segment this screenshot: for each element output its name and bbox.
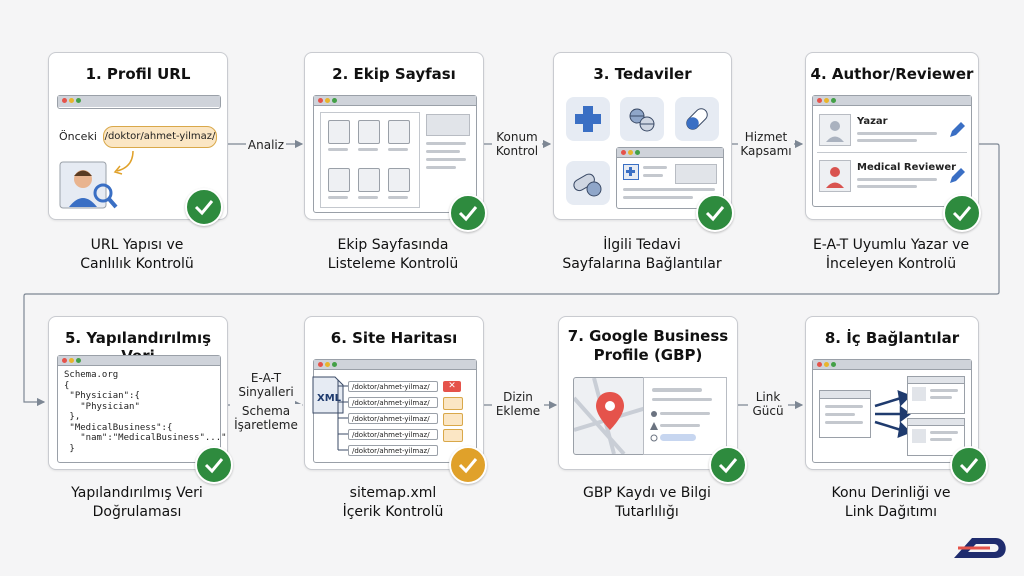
step-title: 7. Google Business Profile (GBP) <box>567 327 729 364</box>
step-card-google-business-profile: 7. Google Business Profile (GBP) <box>558 316 738 470</box>
team-member-avatar <box>328 168 350 192</box>
team-member-avatar <box>328 120 350 144</box>
sitemap-url-row: /doktor/ahmet-yilmaz/ <box>348 429 438 440</box>
reviewer-label: Medical Reviewer <box>857 162 957 173</box>
step-card-author-reviewer: 4. Author/Reviewer Yazar Medical Reviewe… <box>805 52 979 220</box>
connector-label-schema-isaretleme: Schema İşaretleme <box>230 404 302 432</box>
sitemap-url-row: /doktor/ahmet-yilmaz/ <box>348 413 438 424</box>
gbp-button <box>660 434 696 441</box>
step-title: 6. Site Haritası <box>330 329 458 347</box>
status-box <box>443 413 463 426</box>
step-caption: Yapılandırılmış Veri Doğrulaması <box>71 485 203 520</box>
step-title: 8. İç Bağlantılar <box>824 329 960 347</box>
connector-label-hizmet-kapsami: Hizmet Kapsamı <box>738 130 794 158</box>
approved-check-icon <box>185 188 223 226</box>
approved-check-icon <box>449 194 487 232</box>
step-caption: URL Yapısı ve Canlılık Kontrolü <box>80 237 194 272</box>
doctor-search-icon <box>59 161 118 209</box>
connector-label-dizin-ekleme: Dizin Ekleme <box>492 390 544 418</box>
step-title: 2. Ekip Sayfası <box>332 65 456 83</box>
arrow-icon <box>113 150 134 175</box>
reviewer-avatar <box>819 160 851 192</box>
pending-check-icon <box>449 446 487 484</box>
status-box <box>443 397 463 410</box>
edit-pen-icon <box>950 168 965 183</box>
browser-window <box>57 95 221 109</box>
sitemap-tree-lines <box>337 380 348 451</box>
author-label: Yazar <box>857 116 888 127</box>
xml-label: XML <box>317 393 342 404</box>
team-member-avatar <box>388 120 410 144</box>
brand-logo-icon <box>954 538 1006 558</box>
connector-label-analiz: Analiz <box>246 138 286 152</box>
team-member-avatar <box>358 168 380 192</box>
gbp-map-panel <box>572 377 647 456</box>
step-caption: Ekip Sayfasında Listeleme Kontrolü <box>327 237 459 272</box>
pills-icon <box>620 97 664 141</box>
link-arrows-icon <box>874 390 912 438</box>
team-page-window <box>313 95 477 213</box>
step-caption: sitemap.xml İçerik Kontrolü <box>342 485 444 520</box>
team-member-avatar <box>388 168 410 192</box>
approved-check-icon <box>943 194 981 232</box>
capsule-icon <box>675 97 719 141</box>
before-label: Önceki <box>59 130 97 143</box>
step-title: 1. Profil URL <box>85 65 191 83</box>
author-window: Yazar Medical Reviewer <box>812 95 972 207</box>
code-window: Schema.org { "Physician":{ "Physician" }… <box>57 355 227 463</box>
sitemap-url-row: /doktor/ahmet-yilmaz/ <box>348 397 438 408</box>
map-icon <box>572 377 647 456</box>
step-card-tedaviler: 3. Tedaviler <box>553 52 732 220</box>
step-card-yapilandirilmis-veri: 5. Yapılandırılmış Veri Schema.org { "Ph… <box>48 316 228 470</box>
step-caption: GBP Kaydı ve Bilgi Tutarlılığı <box>583 485 711 520</box>
sitemap-url-row: /doktor/ahmet-yilmaz/ <box>348 381 438 392</box>
step-caption: E-A-T Uyumlu Yazar ve İnceleyen Kontrolü <box>812 237 970 272</box>
internal-links-window <box>812 359 972 463</box>
connector-label-link-gucu: Link Gücü <box>748 390 788 418</box>
directions-icon <box>650 422 658 430</box>
author-avatar <box>819 114 851 146</box>
connector-label-eat-sinyalleri: E-A-T Sinyalleri <box>236 371 296 399</box>
step-title: 3. Tedaviler <box>593 65 692 83</box>
approved-check-icon <box>950 446 988 484</box>
status-box <box>443 429 463 442</box>
step-card-ic-baglantilar: 8. İç Bağlantılar <box>805 316 979 470</box>
schema-code: Schema.org { "Physician":{ "Physician" }… <box>64 370 227 454</box>
location-pin-icon <box>651 411 657 417</box>
edit-pen-icon <box>950 122 965 137</box>
pills-icon <box>566 161 610 205</box>
team-member-avatar <box>358 120 380 144</box>
sitemap-url-row: /doktor/ahmet-yilmaz/ <box>348 445 438 456</box>
website-icon <box>650 434 658 442</box>
gbp-info-panel <box>643 377 727 455</box>
step-title: 4. Author/Reviewer <box>810 65 974 83</box>
approved-check-icon <box>709 446 747 484</box>
approved-check-icon <box>195 446 233 484</box>
step-card-ekip-sayfasi: 2. Ekip Sayfası <box>304 52 484 220</box>
xml-file-icon <box>312 376 344 414</box>
error-x-icon: ✕ <box>443 381 461 392</box>
approved-check-icon <box>696 194 734 232</box>
connector-label-konum-kontrol: Konum Kontrol <box>492 130 542 158</box>
medical-cross-icon <box>566 97 610 141</box>
step-caption: İlgili Tedavi Sayfalarına Bağlantılar <box>562 237 722 272</box>
profile-url-pill: /doktor/ahmet-yilmaz/ <box>103 126 217 148</box>
step-caption: Konu Derinliği ve Link Dağıtımı <box>831 485 951 520</box>
